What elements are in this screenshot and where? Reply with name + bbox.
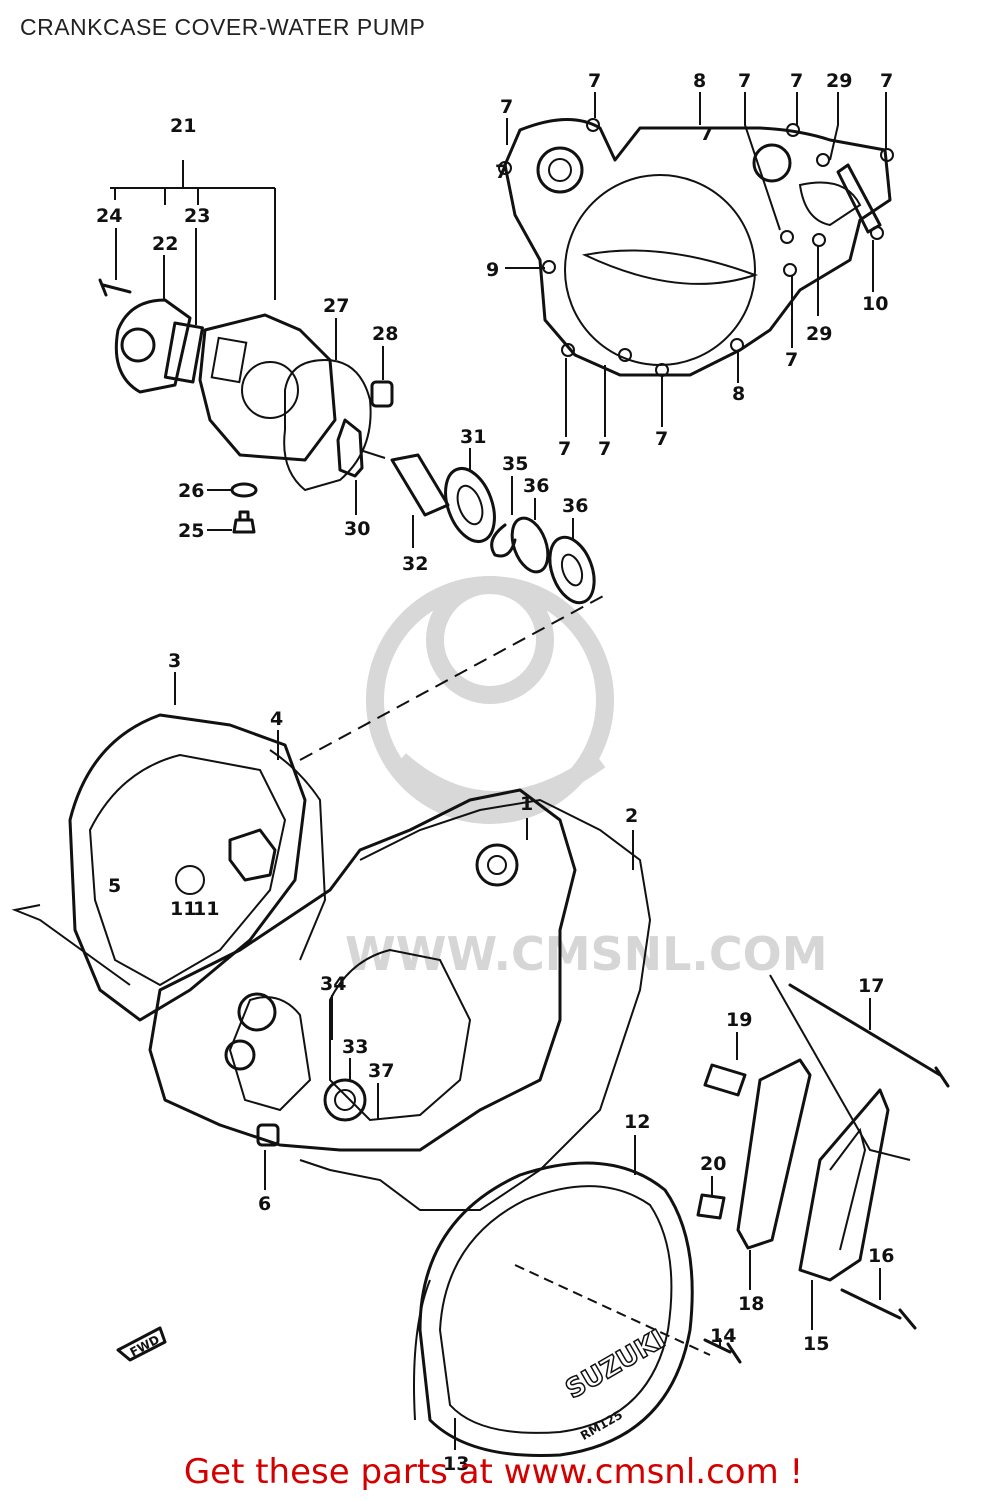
watermark-text: WWW.CMSNL.COM bbox=[345, 927, 828, 981]
callout-labels: 1 2 3 4 5 6 7 7 7 7 7 7 7 7 7 7 7 8 8 9 … bbox=[96, 70, 894, 1475]
watermark-logo: WWW.CMSNL.COM bbox=[345, 576, 828, 981]
callout-label: 15 bbox=[803, 1333, 829, 1355]
callout-label: 11 bbox=[193, 898, 219, 920]
fwd-arrow-icon: FWD bbox=[116, 1326, 167, 1362]
cover-brand-emblem: SUZUKI bbox=[561, 1324, 671, 1405]
callout-label: 1 bbox=[520, 793, 533, 815]
callout-label: 19 bbox=[726, 1009, 752, 1031]
callout-label: 7 bbox=[500, 96, 513, 118]
leader-lines bbox=[115, 92, 887, 1450]
page-title: CRANKCASE COVER-WATER PUMP bbox=[20, 14, 426, 40]
callout-label: 8 bbox=[732, 383, 745, 405]
callout-label: 18 bbox=[738, 1293, 764, 1315]
callout-label: 22 bbox=[152, 233, 178, 255]
clutch-cover-group bbox=[498, 118, 894, 377]
callout-label: 30 bbox=[344, 518, 370, 540]
callout-label: 36 bbox=[562, 495, 588, 517]
callout-label: 10 bbox=[862, 293, 888, 315]
callout-label: 17 bbox=[858, 975, 884, 997]
callout-label: 6 bbox=[258, 1193, 271, 1215]
callout-label: 7 bbox=[495, 161, 508, 183]
crankcase-group bbox=[148, 788, 652, 1211]
callout-label: 7 bbox=[655, 428, 668, 450]
crankcase-cover-group: 11 bbox=[11, 713, 327, 1022]
callout-label: 16 bbox=[868, 1245, 894, 1267]
callout-label: 36 bbox=[523, 475, 549, 497]
water-pump-group bbox=[98, 160, 606, 761]
svg-text:11: 11 bbox=[170, 898, 196, 920]
callout-label: 5 bbox=[108, 875, 121, 897]
callout-label: 7 bbox=[738, 70, 751, 92]
callout-label: 33 bbox=[342, 1036, 368, 1058]
callout-label: 7 bbox=[785, 349, 798, 371]
callout-label: 7 bbox=[558, 438, 571, 460]
callout-label: 14 bbox=[710, 1325, 736, 1347]
callout-label: 4 bbox=[270, 708, 283, 730]
magneto-cover-group: SUZUKI RM125 bbox=[413, 1161, 742, 1458]
callout-label: 3 bbox=[168, 650, 181, 672]
callout-label: 23 bbox=[184, 205, 210, 227]
callout-label: 34 bbox=[320, 973, 346, 995]
callout-label: 2 bbox=[625, 805, 638, 827]
callout-label: 27 bbox=[323, 295, 349, 317]
callout-label: 9 bbox=[486, 259, 499, 281]
callout-label: 28 bbox=[372, 323, 398, 345]
callout-label: 7 bbox=[790, 70, 803, 92]
callout-label: 7 bbox=[588, 70, 601, 92]
callout-label: 25 bbox=[178, 520, 204, 542]
callout-label: 29 bbox=[806, 323, 832, 345]
callout-label: 8 bbox=[693, 70, 706, 92]
callout-label: 31 bbox=[460, 426, 486, 448]
callout-label: 7 bbox=[700, 123, 713, 145]
callout-label: 26 bbox=[178, 480, 204, 502]
callout-label: 29 bbox=[826, 70, 852, 92]
callout-label: 24 bbox=[96, 205, 122, 227]
callout-label: 12 bbox=[624, 1111, 650, 1133]
callout-label: 7 bbox=[598, 438, 611, 460]
callout-label: 7 bbox=[880, 70, 893, 92]
callout-label: 35 bbox=[502, 453, 528, 475]
callout-label: 13 bbox=[443, 1453, 469, 1475]
callout-label: 32 bbox=[402, 553, 428, 575]
footer-link[interactable]: Get these parts at www.cmsnl.com ! bbox=[183, 1452, 804, 1492]
callout-label: 37 bbox=[368, 1060, 394, 1082]
callout-label: 21 bbox=[170, 115, 196, 137]
callout-label: 20 bbox=[700, 1153, 726, 1175]
sprocket-cover-group bbox=[696, 974, 950, 1330]
